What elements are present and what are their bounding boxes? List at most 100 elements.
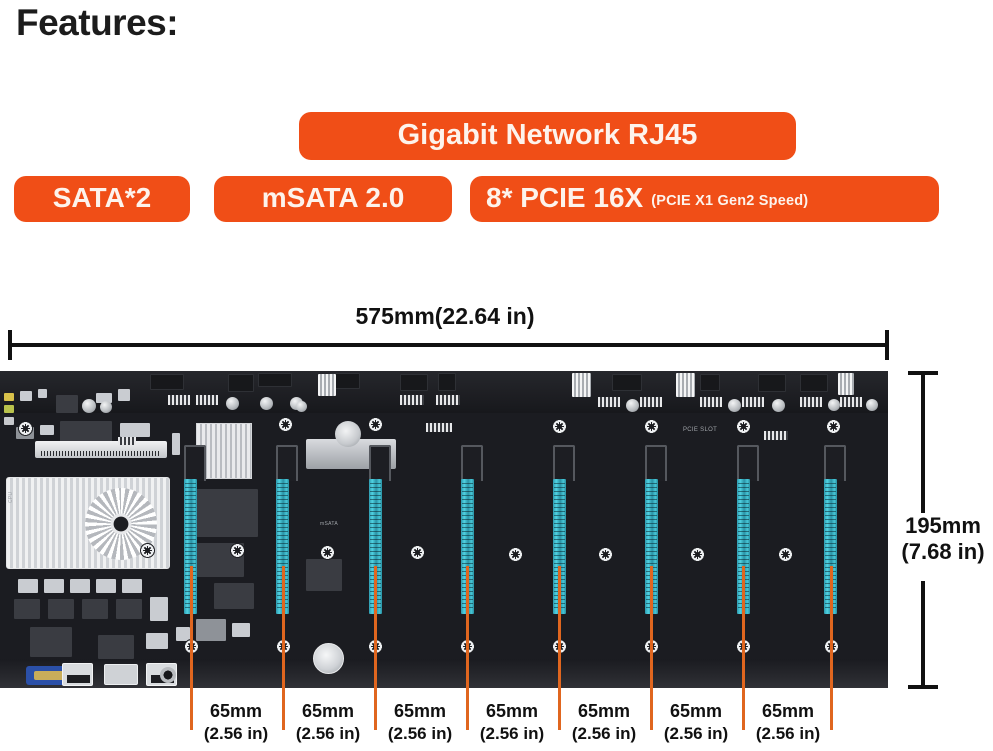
slot-spacing-mm-7: 65mm bbox=[761, 701, 815, 721]
ic-chip bbox=[30, 627, 72, 657]
slot-leader-line-7 bbox=[742, 566, 745, 730]
mosfet bbox=[116, 599, 142, 619]
height-dimension-line-bottom bbox=[921, 581, 925, 687]
height-dimension-mm: 195mm bbox=[905, 513, 981, 538]
smd-component bbox=[172, 433, 180, 455]
top-connector bbox=[800, 374, 828, 392]
capacitor bbox=[260, 397, 273, 410]
pcie-latch bbox=[737, 445, 759, 481]
mosfet bbox=[14, 599, 40, 619]
top-connector bbox=[438, 373, 456, 391]
pin-header bbox=[118, 437, 136, 445]
ic-chip bbox=[306, 559, 342, 591]
pin-header bbox=[400, 395, 424, 405]
top-power-connector bbox=[676, 373, 695, 397]
mosfet bbox=[48, 599, 74, 619]
slot-spacing-label-6: 65mm (2.56 in) bbox=[653, 700, 739, 744]
usb-port bbox=[62, 663, 93, 686]
standoff-hole bbox=[826, 419, 841, 434]
slot-leader-line-2 bbox=[282, 566, 285, 730]
smd-component bbox=[96, 393, 112, 403]
badge-pcie: 8* PCIE 16X (PCIE X1 Gen2 Speed) bbox=[470, 176, 939, 222]
ic-chip bbox=[56, 395, 78, 413]
mosfet bbox=[122, 579, 142, 593]
pcie-slot-2 bbox=[276, 479, 289, 614]
board-silkscreen: CPU bbox=[8, 491, 14, 503]
slot-spacing-in-3: (2.56 in) bbox=[387, 723, 453, 743]
pin-header bbox=[640, 397, 662, 407]
standoff-hole bbox=[18, 421, 33, 436]
badge-gigabit-label: Gigabit Network RJ45 bbox=[397, 118, 698, 151]
standoff-hole bbox=[644, 419, 659, 434]
badge-sata: SATA*2 bbox=[14, 176, 190, 222]
standoff-hole bbox=[140, 543, 155, 558]
slot-spacing-mm-6: 65mm bbox=[669, 701, 723, 721]
memory-slot bbox=[35, 441, 167, 458]
badge-pcie-label: 8* PCIE 16X bbox=[486, 182, 644, 213]
badge-msata: mSATA 2.0 bbox=[214, 176, 452, 222]
pcie-slot-5 bbox=[553, 479, 566, 614]
smd-component bbox=[4, 417, 14, 425]
pcie-latch bbox=[184, 445, 206, 481]
slot-spacing-mm-5: 65mm bbox=[577, 701, 631, 721]
pin-header bbox=[800, 397, 822, 407]
top-connector bbox=[400, 374, 428, 391]
ic-chip bbox=[98, 635, 134, 659]
capacitor bbox=[296, 401, 307, 412]
standoff-hole bbox=[320, 545, 335, 560]
mosfet bbox=[44, 579, 64, 593]
top-power-connector bbox=[838, 373, 854, 395]
standoff-hole bbox=[278, 417, 293, 432]
top-connector bbox=[150, 374, 184, 390]
capacitor bbox=[866, 399, 878, 411]
width-dimension-line bbox=[8, 343, 889, 347]
board-silkscreen: PCIE SLOT bbox=[683, 427, 718, 433]
smd-component bbox=[232, 623, 250, 637]
capacitor bbox=[728, 399, 741, 412]
slot-spacing-label-2: 65mm (2.56 in) bbox=[285, 700, 371, 744]
pcie-slot-8 bbox=[824, 479, 837, 614]
mosfet bbox=[96, 579, 116, 593]
pcie-latch bbox=[553, 445, 575, 481]
page-title: Features: bbox=[16, 2, 179, 43]
slot-spacing-in-2: (2.56 in) bbox=[295, 723, 361, 743]
ic-chip bbox=[214, 583, 254, 609]
standoff-hole bbox=[736, 419, 751, 434]
standoff-hole bbox=[690, 547, 705, 562]
slot-spacing-label-7: 65mm (2.56 in) bbox=[745, 700, 831, 744]
slot-spacing-in-1: (2.56 in) bbox=[203, 723, 269, 743]
top-power-connector bbox=[318, 374, 336, 396]
top-connector bbox=[228, 374, 254, 392]
capacitor bbox=[226, 397, 239, 410]
slot-spacing-in-6: (2.56 in) bbox=[663, 723, 729, 743]
top-connector bbox=[258, 373, 292, 387]
audio-jack bbox=[160, 667, 176, 683]
capacitor bbox=[772, 399, 785, 412]
standoff-hole bbox=[230, 543, 245, 558]
capacitor bbox=[82, 399, 96, 413]
top-connector bbox=[612, 374, 642, 391]
led-indicator bbox=[4, 405, 14, 413]
pcie-slot-7 bbox=[737, 479, 750, 614]
slot-leader-line-3 bbox=[374, 566, 377, 730]
standoff-hole bbox=[778, 547, 793, 562]
slot-spacing-mm-3: 65mm bbox=[393, 701, 447, 721]
mosfet bbox=[82, 599, 108, 619]
capacitor bbox=[828, 399, 840, 411]
pcie-latch bbox=[369, 445, 391, 481]
pin-header bbox=[168, 395, 190, 405]
slot-leader-line-8 bbox=[830, 566, 833, 730]
badge-msata-label: mSATA 2.0 bbox=[261, 182, 405, 213]
capacitor bbox=[100, 401, 112, 413]
smd-component bbox=[146, 633, 168, 649]
mosfet bbox=[18, 579, 38, 593]
smd-component bbox=[40, 425, 54, 435]
slot-spacing-mm-1: 65mm bbox=[209, 701, 263, 721]
width-dimension-label: 575mm(22.64 in) bbox=[355, 303, 535, 329]
badge-gigabit-network: Gigabit Network RJ45 bbox=[299, 112, 796, 160]
pcie-slot-4 bbox=[461, 479, 474, 614]
badge-pcie-sublabel: (PCIE X1 Gen2 Speed) bbox=[651, 192, 809, 209]
board-silkscreen: mSATA bbox=[320, 521, 338, 527]
pin-header bbox=[196, 395, 218, 405]
standoff-hole bbox=[508, 547, 523, 562]
